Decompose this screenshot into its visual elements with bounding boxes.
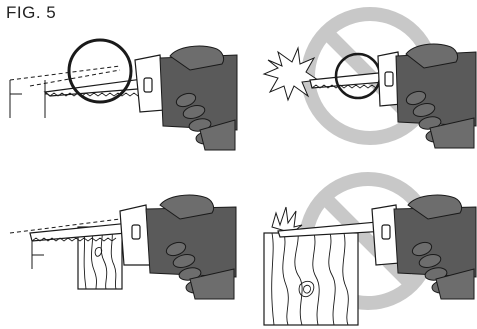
saw-shoe [134,54,166,113]
circle-highlight-icon [67,38,133,104]
panel-bottom-right [263,172,477,326]
wood-block [263,232,359,326]
panel-bottom-left [9,194,237,300]
wood-block [77,226,123,290]
hand-top [407,194,463,220]
cut-guide-lines [9,218,121,269]
spark-burst-icon [262,46,320,102]
hand-bottom [165,241,235,300]
saw-shoe [119,204,151,266]
panel-top-right [262,7,477,149]
hand-bottom [405,90,475,149]
figure-label: FIG. 5 [6,3,57,22]
saw-shoe [371,204,401,266]
hand-bottom [411,241,475,300]
hand-bottom [175,92,236,151]
hand-top [169,45,225,71]
saw-body [145,206,237,278]
hand-top [159,194,215,220]
hand-top [405,43,459,69]
panel-top-left [9,38,238,151]
